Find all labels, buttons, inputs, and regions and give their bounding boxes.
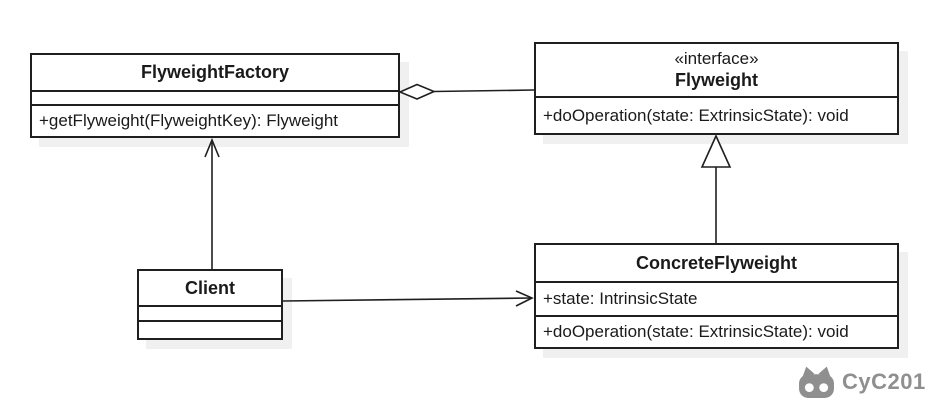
generalization-triangle-icon: [700, 134, 732, 168]
method-label: +doOperation(state: ExtrinsicState): voi…: [543, 105, 849, 125]
connector-association-client-concrete-flyweight: [282, 290, 534, 307]
class-name: Client: [184, 277, 235, 298]
aggregation-diamond-icon: [397, 83, 437, 100]
class-title-flyweight: «interface» Flyweight: [536, 44, 897, 96]
connector-realization-concrete-flyweight: [700, 134, 732, 243]
watermark: CyC2018: [798, 365, 925, 398]
methods-compartment: +getFlyweight(FlyweightKey): Flyweight: [32, 104, 398, 136]
class-name: FlyweightFactory: [140, 62, 290, 83]
attributes-compartment-empty: [139, 305, 281, 320]
methods-compartment-empty: [139, 320, 281, 338]
class-title-client: Client: [139, 271, 281, 305]
class-box-concrete-flyweight: ConcreteFlyweight +state: IntrinsicState…: [534, 243, 899, 349]
class-title-concrete-flyweight: ConcreteFlyweight: [536, 245, 897, 281]
cat-logo-icon: [799, 366, 834, 398]
attributes-compartment: +state: IntrinsicState: [536, 281, 897, 315]
class-name: ConcreteFlyweight: [635, 252, 798, 273]
open-arrowhead-icon: [515, 290, 534, 307]
class-title-flyweight-factory: FlyweightFactory: [32, 55, 398, 90]
class-box-client: Client: [137, 269, 283, 340]
attributes-compartment-empty: [32, 90, 398, 104]
attribute-label: +state: IntrinsicState: [543, 289, 698, 308]
method-label: +doOperation(state: ExtrinsicState): voi…: [543, 322, 849, 341]
open-arrowhead-icon: [204, 137, 220, 158]
methods-compartment: +doOperation(state: ExtrinsicState): voi…: [536, 315, 897, 347]
class-box-flyweight-factory: FlyweightFactory +getFlyweight(Flyweight…: [30, 53, 400, 138]
connector-aggregation-factory-flyweight: [397, 83, 535, 100]
watermark-text: CyC2018: [842, 368, 925, 394]
class-box-flyweight: «interface» Flyweight +doOperation(state…: [534, 42, 899, 135]
methods-compartment: +doOperation(state: ExtrinsicState): voi…: [536, 96, 897, 133]
class-name: Flyweight: [674, 70, 758, 91]
method-label: +getFlyweight(FlyweightKey): Flyweight: [39, 111, 339, 130]
connector-association-client-factory: [204, 137, 220, 269]
stereotype-label: «interface»: [674, 49, 759, 69]
